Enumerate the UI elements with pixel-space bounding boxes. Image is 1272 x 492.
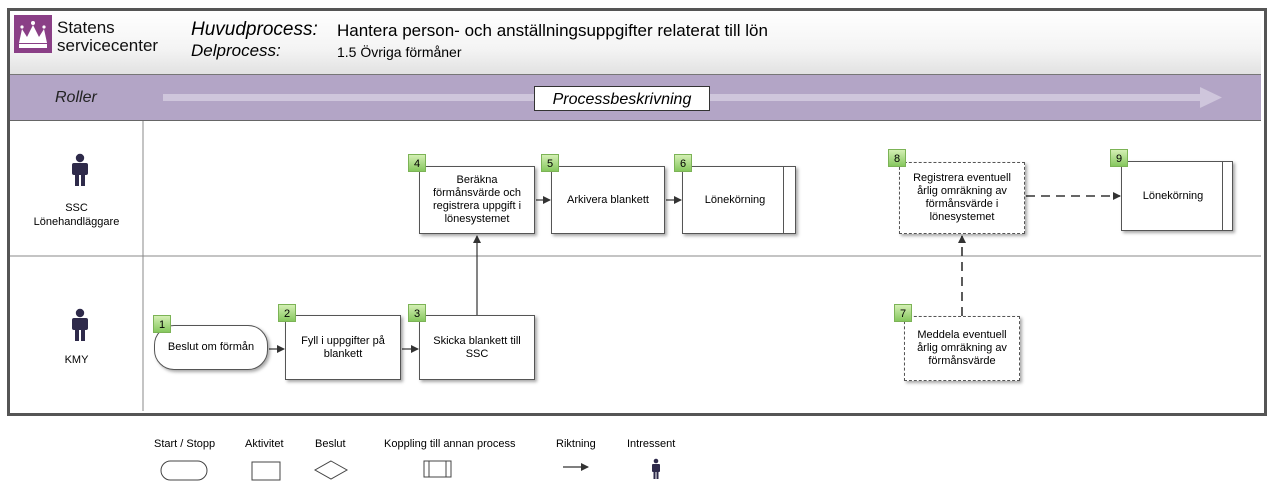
legend-start-stop-shape bbox=[160, 460, 208, 481]
step-text: Lönekörning bbox=[1142, 189, 1204, 202]
subprocess-label: Delprocess: bbox=[191, 41, 281, 60]
step-8-activity[interactable]: Registrera eventuell årlig omräkning av … bbox=[899, 162, 1025, 234]
step-text: Skicka blankett till SSC bbox=[433, 334, 521, 360]
step-text: Beslut om förmån bbox=[167, 341, 255, 353]
legend-link-shape bbox=[423, 460, 452, 478]
legend-link-label: Koppling till annan process bbox=[384, 438, 516, 450]
step-1-start[interactable]: Beslut om förmån bbox=[154, 325, 268, 370]
step-number-badge: 6 bbox=[674, 154, 692, 172]
legend-person-icon bbox=[652, 458, 660, 479]
lane-name-kmy: KMY bbox=[10, 353, 143, 367]
step-3-activity[interactable]: Skicka blankett till SSC bbox=[419, 315, 535, 380]
step-number-badge: 8 bbox=[888, 149, 906, 167]
step-text: Beräkna förmånsvärde och registrera uppg… bbox=[432, 174, 522, 225]
step-text: Lönekörning bbox=[704, 193, 766, 206]
legend-activity-shape bbox=[251, 461, 281, 481]
step-7-activity[interactable]: Meddela eventuell årlig omräkning av för… bbox=[904, 316, 1020, 381]
step-number-badge: 2 bbox=[278, 304, 296, 322]
step-number-badge: 3 bbox=[408, 304, 426, 322]
person-icon bbox=[72, 153, 88, 186]
lane-name-line-1: KMY bbox=[64, 354, 89, 366]
legend-direction-label: Riktning bbox=[556, 438, 596, 450]
step-text: Arkivera blankett bbox=[567, 193, 649, 206]
process-description-header: Processbeskrivning bbox=[534, 86, 710, 111]
legend-activity-label: Aktivitet bbox=[245, 438, 284, 450]
step-number-badge: 4 bbox=[408, 154, 426, 172]
step-number-badge: 1 bbox=[153, 315, 171, 333]
legend-stakeholder-label: Intressent bbox=[627, 438, 676, 450]
process-value: Hantera person- och anställningsuppgifte… bbox=[337, 21, 768, 40]
brand-line-1: Statens bbox=[57, 18, 115, 37]
lane-name-ssc: SSC Lönehandläggare bbox=[10, 201, 143, 229]
lane-name-line-1: SSC bbox=[65, 202, 88, 214]
person-icon bbox=[72, 308, 88, 341]
process-link-bar bbox=[783, 167, 784, 233]
step-number-badge: 9 bbox=[1110, 149, 1128, 167]
header bbox=[10, 11, 1261, 75]
legend-decision-label: Beslut bbox=[315, 438, 346, 450]
brand-name: Statens servicecenter bbox=[57, 19, 158, 55]
step-number-badge: 7 bbox=[894, 304, 912, 322]
step-text: Registrera eventuell årlig omräkning av … bbox=[913, 172, 1011, 223]
step-2-activity[interactable]: Fyll i uppgifter på blankett bbox=[285, 315, 401, 380]
legend-start-stop-label: Start / Stopp bbox=[154, 438, 216, 450]
lane-name-line-2: Lönehandläggare bbox=[33, 216, 120, 228]
step-4-activity[interactable]: Beräkna förmånsvärde och registrera uppg… bbox=[419, 166, 535, 234]
step-text: Meddela eventuell årlig omräkning av för… bbox=[917, 329, 1007, 367]
brand-line-2: servicecenter bbox=[57, 36, 159, 55]
roles-header: Roller bbox=[55, 89, 97, 106]
process-label: Huvudprocess: bbox=[191, 19, 318, 40]
crown-logo-icon bbox=[14, 15, 52, 53]
legend-decision-shape bbox=[313, 460, 349, 480]
step-number-badge: 5 bbox=[541, 154, 559, 172]
step-5-activity[interactable]: Arkivera blankett bbox=[551, 166, 665, 234]
step-9-process-link[interactable]: Lönekörning bbox=[1121, 161, 1233, 231]
step-text: Fyll i uppgifter på blankett bbox=[301, 334, 385, 360]
step-6-process-link[interactable]: Lönekörning bbox=[682, 166, 796, 234]
process-link-bar bbox=[1222, 162, 1223, 230]
subprocess-value: 1.5 Övriga förmåner bbox=[337, 44, 462, 60]
